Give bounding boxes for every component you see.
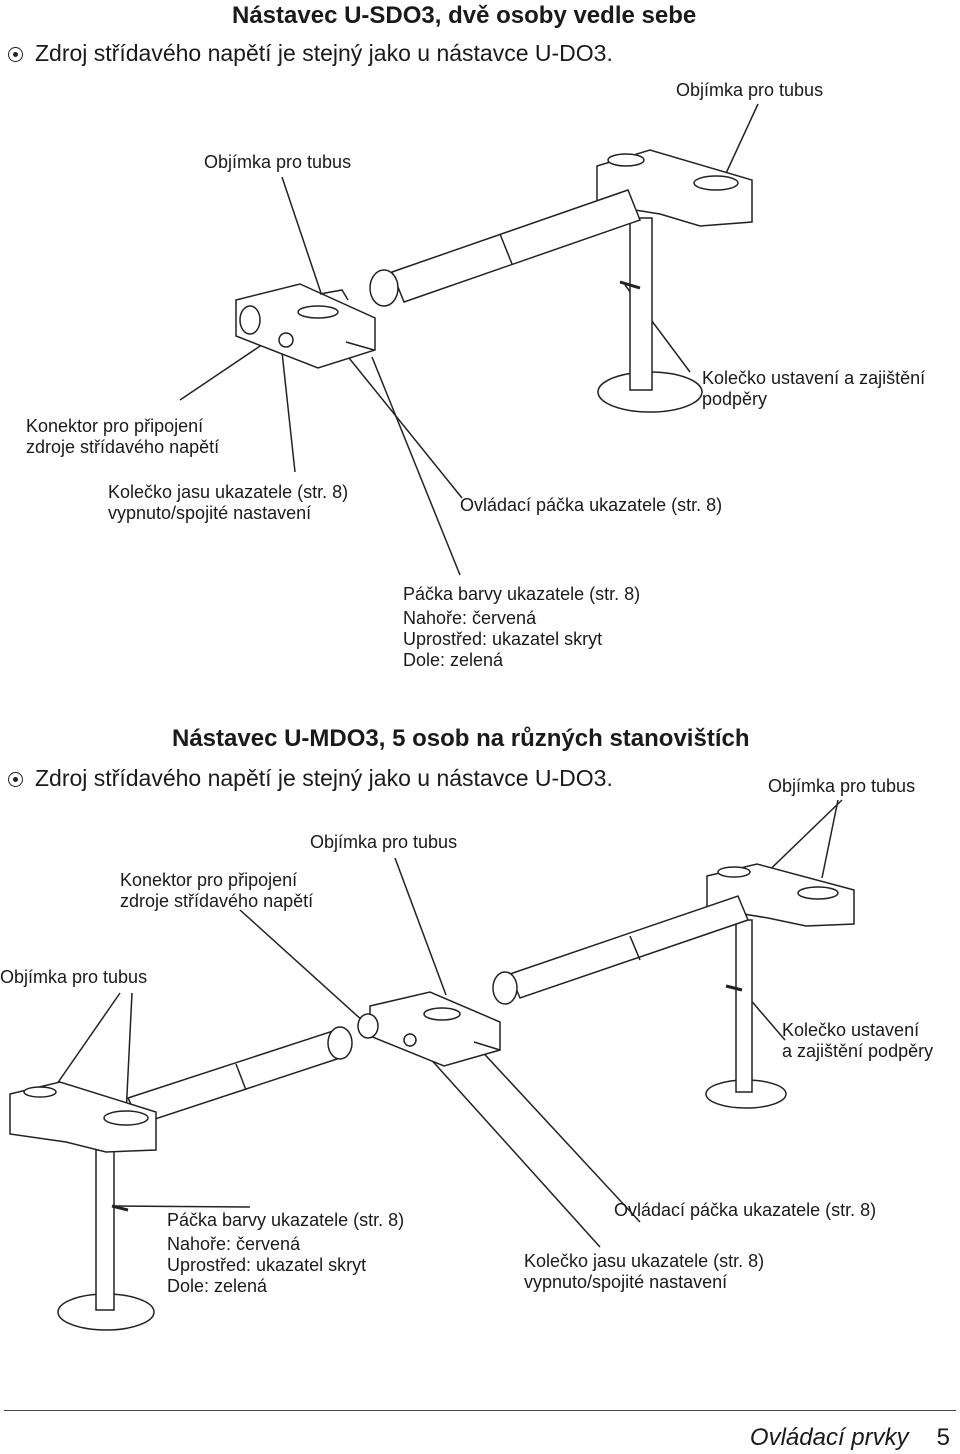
pointer-head-shape <box>357 991 501 1067</box>
arm-tube-right-shape <box>492 895 750 1005</box>
s1-label-tube-holder-right: Objímka pro tubus <box>676 80 824 100</box>
s1-label-control-lever: Ovládací páčka ukazatele (str. 8) <box>460 495 723 515</box>
pointer-head-shape <box>235 283 376 369</box>
s2-label-tube-holder-center: Objímka pro tubus <box>310 832 458 852</box>
power-symbol-icon <box>8 47 23 62</box>
footer-section-name: Ovládací prvky <box>749 1424 909 1451</box>
section2-diagram <box>9 799 855 1331</box>
s2-label-support-knob: Kolečko ustavení a zajištění podpěry <box>782 1020 934 1061</box>
section1-source-note: Zdroj střídavého napětí je stejný jako u… <box>8 40 613 67</box>
page-footer: Ovládací prvky 5 <box>750 1424 950 1452</box>
s2-label-tube-holder-right: Objímka pro tubus <box>768 776 916 796</box>
section2-title: Nástavec U-MDO3, 5 osob na různých stano… <box>172 725 750 752</box>
footer-divider <box>4 1410 956 1411</box>
arm-tube-shape <box>369 189 641 307</box>
s2-label-ac-connector: Konektor pro připojení zdroje střídavého… <box>120 870 314 911</box>
section1-diagram <box>179 103 759 576</box>
s1-label-color-lever: Páčka barvy ukazatele (str. 8) Nahoře: č… <box>403 584 641 670</box>
page-number: 5 <box>936 1424 950 1451</box>
s2-label-color-lever: Páčka barvy ukazatele (str. 8) Nahoře: č… <box>167 1210 405 1296</box>
tube-holder-right-shape <box>596 149 753 413</box>
s2-label-tube-holder-left: Objímka pro tubus <box>0 967 148 987</box>
section2-source-note: Zdroj střídavého napětí je stejný jako u… <box>8 765 613 792</box>
power-symbol-icon <box>8 772 23 787</box>
s1-label-tube-holder-left: Objímka pro tubus <box>204 152 352 172</box>
s2-label-control-lever: Ovládací páčka ukazatele (str. 8) <box>614 1200 877 1220</box>
s2-label-brightness-knob: Kolečko jasu ukazatele (str. 8) vypnuto/… <box>524 1251 765 1292</box>
tube-holder-left-shape <box>9 1081 157 1331</box>
section1-title: Nástavec U-SDO3, dvě osoby vedle sebe <box>232 2 697 29</box>
arm-tube-left-shape <box>126 1026 353 1125</box>
s1-label-brightness-knob: Kolečko jasu ukazatele (str. 8) vypnuto/… <box>108 482 349 523</box>
s1-label-support-knob: Kolečko ustavení a zajištění podpěry <box>702 368 926 409</box>
s1-label-ac-connector: Konektor pro připojení zdroje střídavého… <box>26 416 220 457</box>
